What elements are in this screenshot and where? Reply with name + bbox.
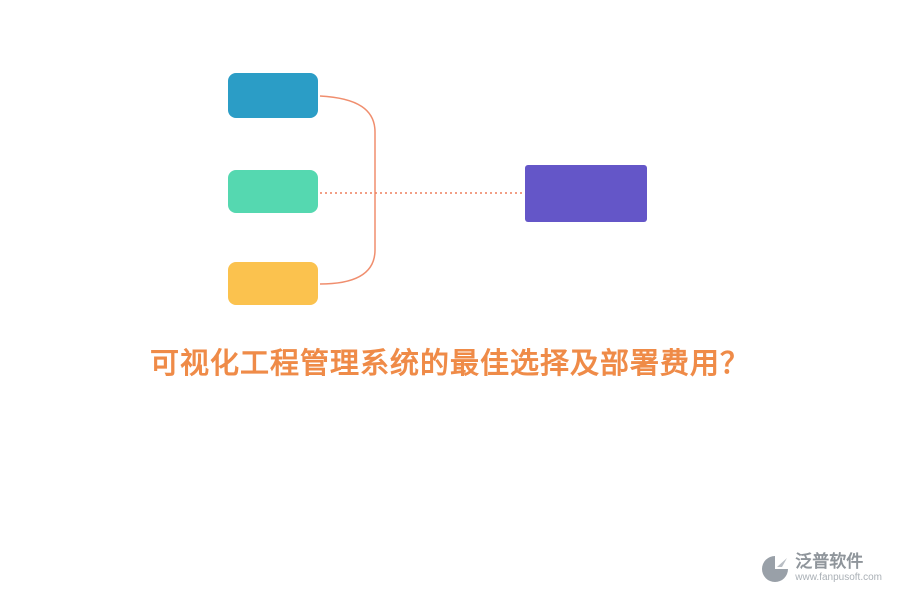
bracket-connector xyxy=(319,95,376,285)
node-right-purple xyxy=(525,165,647,222)
watermark: 泛普软件 www.fanpusoft.com xyxy=(761,553,882,584)
watermark-text: 泛普软件 www.fanpusoft.com xyxy=(795,553,882,584)
node-top-blue xyxy=(228,73,318,118)
fanpu-logo-icon xyxy=(762,555,789,582)
page-title: 可视化工程管理系统的最佳选择及部署费用？ xyxy=(149,348,750,380)
brand-website: www.fanpusoft.com xyxy=(795,572,882,583)
brand-name: 泛普软件 xyxy=(795,552,864,572)
node-bottom-yellow xyxy=(228,262,318,305)
node-middle-green xyxy=(228,170,318,213)
